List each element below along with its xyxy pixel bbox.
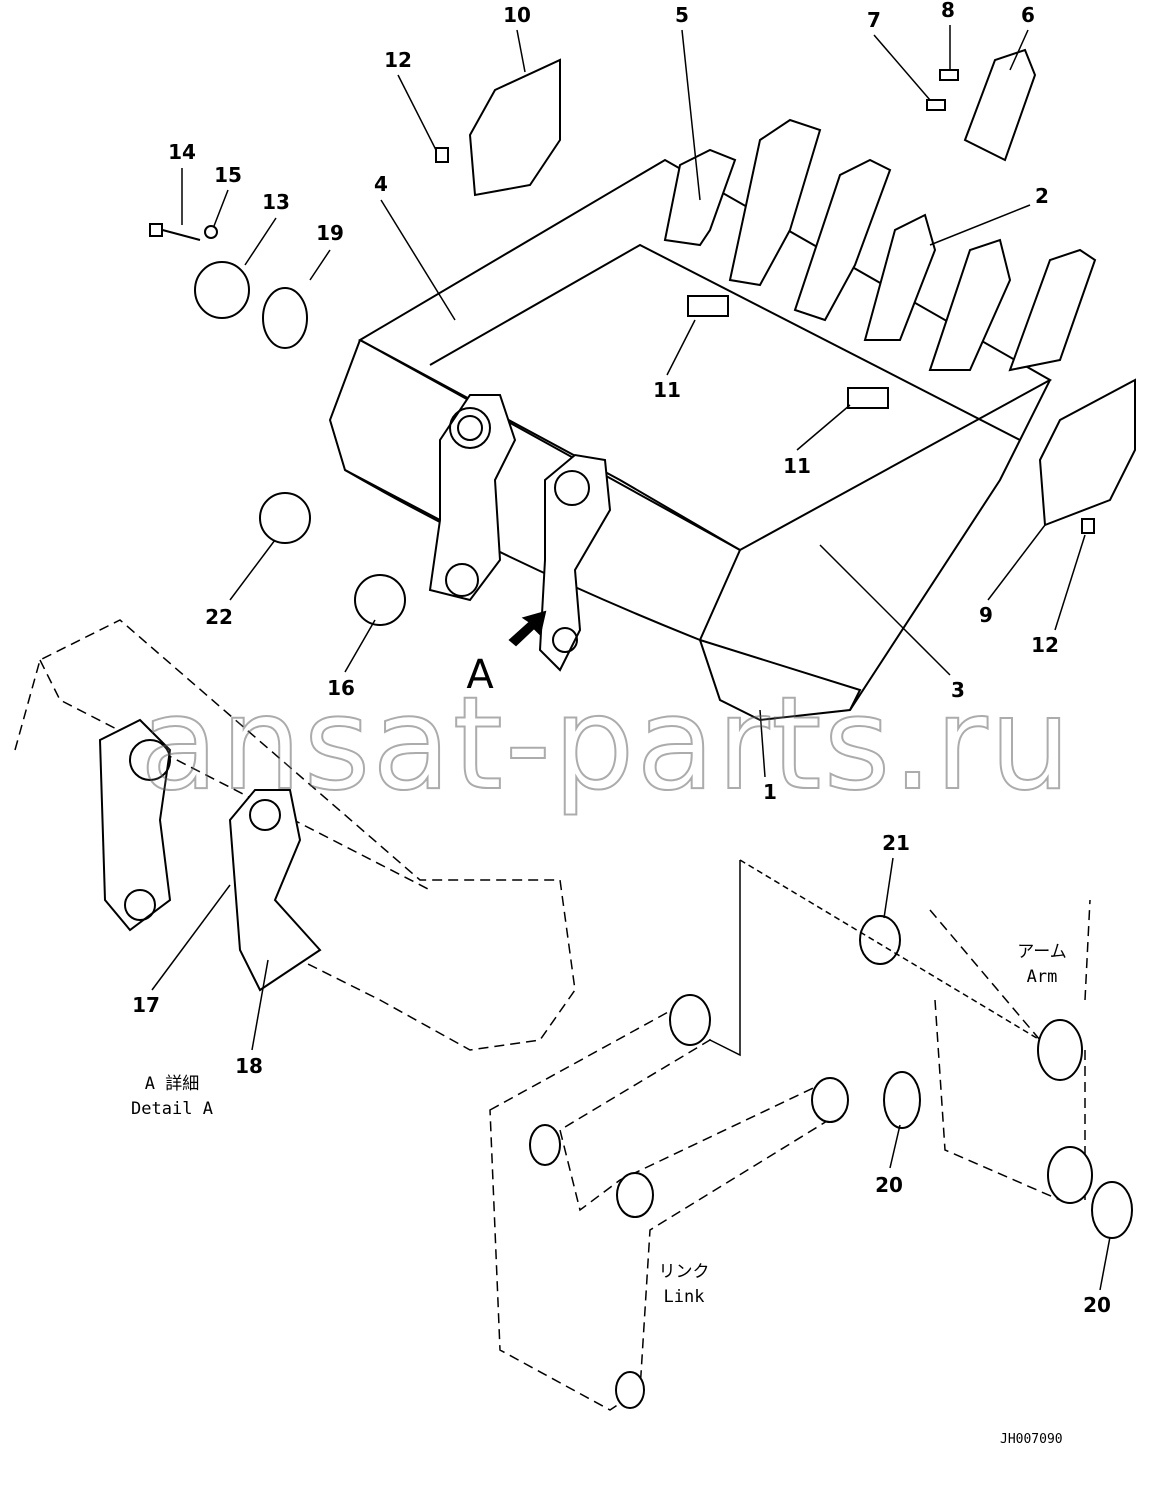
callout-11: 11 <box>653 378 681 402</box>
callout-8: 8 <box>941 0 955 22</box>
drawing-code: JH007090 <box>1000 1432 1063 1447</box>
callout-12: 12 <box>1031 633 1059 657</box>
hardware <box>149 69 1095 626</box>
detail-a-bosses <box>98 718 322 992</box>
arm-en: Arm <box>1026 967 1058 987</box>
arm <box>929 899 1091 1201</box>
callout-16: 16 <box>327 676 355 700</box>
callout-10: 10 <box>503 3 531 27</box>
watermark: ansat-parts.ru <box>139 669 1073 820</box>
callout-3: 3 <box>951 678 965 702</box>
callout-2: 2 <box>1035 184 1049 208</box>
detail-a-bucket <box>14 619 576 1051</box>
callout-13: 13 <box>262 190 290 214</box>
callout-5: 5 <box>675 3 689 27</box>
callout-22: 22 <box>205 605 233 629</box>
callout-6: 6 <box>1021 3 1035 27</box>
callout-4: 4 <box>374 172 388 196</box>
callout-17: 17 <box>132 993 160 1017</box>
detail-jp: A 詳細 <box>144 1074 200 1094</box>
leader-lines <box>151 25 1111 1291</box>
bucket-bosses <box>428 394 612 672</box>
side-cutters <box>468 58 1136 527</box>
callout-15: 15 <box>214 163 242 187</box>
callout-20: 20 <box>875 1173 903 1197</box>
link-jp: リンク <box>658 1262 710 1282</box>
detail-en: Detail A <box>131 1099 213 1119</box>
arm-bushings <box>859 915 1133 1239</box>
view-marker-a: A <box>466 652 494 698</box>
link-en: Link <box>663 1287 705 1307</box>
callout-9: 9 <box>979 603 993 627</box>
callout-20: 20 <box>1083 1293 1111 1317</box>
callout-18: 18 <box>235 1054 263 1078</box>
callout-19: 19 <box>316 221 344 245</box>
callout-1: 1 <box>763 780 777 804</box>
arm-jp: アーム <box>1017 942 1067 962</box>
link-note: リンク Link <box>659 1260 710 1310</box>
link <box>489 998 846 1411</box>
detail-a-note: A 詳細 Detail A <box>131 1072 213 1122</box>
bucket <box>328 158 1053 722</box>
callout-11: 11 <box>783 454 811 478</box>
callout-12: 12 <box>384 48 412 72</box>
callout-7: 7 <box>867 8 881 32</box>
arm-note: アーム Arm <box>1017 940 1066 990</box>
link-pins <box>529 994 849 1409</box>
callout-14: 14 <box>168 140 196 164</box>
callout-21: 21 <box>882 831 910 855</box>
